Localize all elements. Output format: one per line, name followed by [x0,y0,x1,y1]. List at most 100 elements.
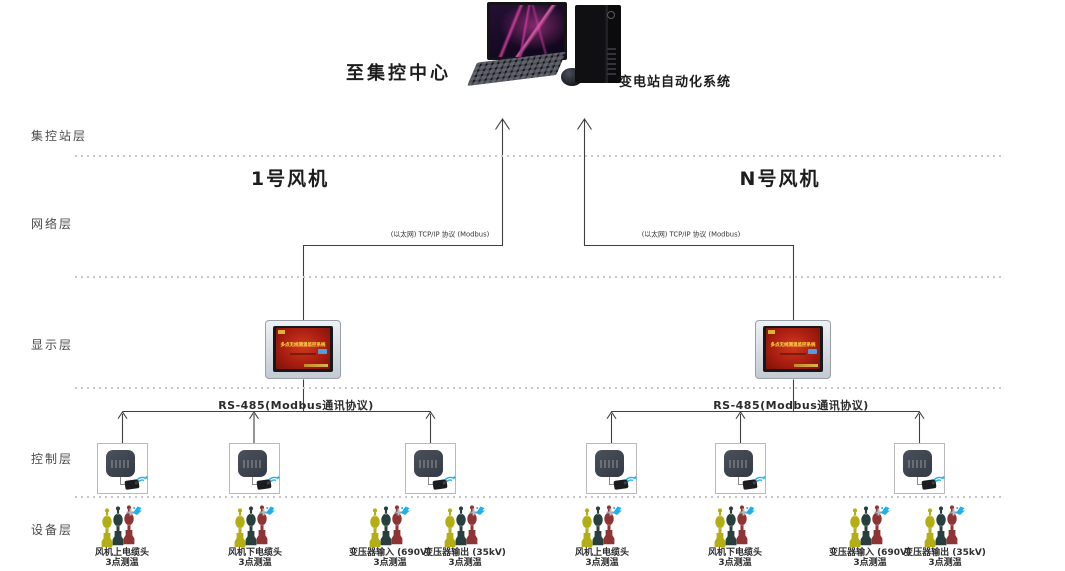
section-title: 1号风机 [250,168,330,190]
cable-head-device: 变压器输入 (690V) 3点测温 [335,505,445,568]
device-note: 3点测温 [585,558,619,568]
pc-tower-icon [575,5,621,83]
device-name: 变压器输出 (35kV) [904,548,986,558]
cable-terminations-icon [849,505,890,547]
device-name: 风机上电缆头 [94,548,149,558]
layer-label: 显示层 [31,338,74,352]
wifi-icon [933,476,945,482]
wireless-burst-icon [881,506,890,515]
collector-wire [120,477,121,485]
control-center-computer [465,2,623,94]
collector-wire [738,477,739,485]
hmi-screen: 多点无线测温监控系统 [766,328,820,369]
wifi-icon [625,476,637,482]
wireless-temperature-collector [586,443,637,494]
collector-wire [428,477,429,485]
cable-terminations-icon [234,505,275,547]
hmi-bezel: 多点无线测温监控系统 [273,326,333,372]
wireless-burst-icon [613,506,622,515]
cable-head-device: 变压器输出 (35kV) 3点测温 [890,505,1000,568]
wireless-burst-icon [401,506,410,515]
wireless-temperature-collector [715,443,766,494]
collector-unit [595,450,624,477]
hmi-screen-subtext [290,353,316,356]
cable-terminations-icon [369,505,410,547]
wireless-burst-icon [956,506,965,515]
collector-unit [237,450,267,477]
wireless-temperature-collector [894,443,945,494]
layer-label: 网络层 [31,217,74,231]
hmi-screen-button [808,348,817,354]
collector-wire [917,477,918,485]
device-note: 3点测温 [448,558,482,568]
wifi-icon [754,476,766,482]
monitor-icon [487,2,567,60]
device-name: 风机上电缆头 [574,548,629,558]
hmi-screen-title: 多点无线测温监控系统 [770,342,816,348]
hmi-logo [278,330,285,334]
device-name: 变压器输入 (690V) [828,548,912,558]
collector-unit [106,450,135,477]
collector-wire [609,477,610,485]
layer-divider [75,276,1002,278]
wireless-burst-icon [266,506,275,515]
hmi-screen-subtext [780,353,806,356]
cable-terminations-icon [444,505,485,547]
keyboard-icon [467,51,567,86]
bus-protocol-label: RS-485(Modbus通讯协议) [218,399,374,412]
hmi-display: 多点无线测温监控系统 [265,320,341,379]
layer-divider [75,387,1002,389]
cable-head-device: 变压器输出 (35kV) 3点测温 [410,505,520,568]
collector-unit [414,450,443,477]
cable-terminations-icon [101,505,142,547]
wireless-temperature-collector [97,443,148,494]
hmi-screen: 多点无线测温监控系统 [276,328,330,369]
cable-terminations-icon [581,505,622,547]
device-note: 3点测温 [105,558,139,568]
cable-head-device: 风机下电缆头 3点测温 [680,505,790,568]
hmi-bezel: 多点无线测温监控系统 [763,326,823,372]
collector-wire [251,477,253,485]
section-title: N号风机 [739,168,821,190]
wifi-icon [267,476,280,482]
collector-wire [251,484,260,485]
uplink-protocol-label: (以太网) TCP/IP 协议 (Modbus) [641,231,741,239]
wireless-burst-icon [476,506,485,515]
hmi-screen-footer [304,364,328,367]
device-name: 风机下电缆头 [707,548,762,558]
wireless-temperature-collector [405,443,456,494]
device-name: 风机下电缆头 [227,548,282,558]
layer-divider [75,496,1002,498]
device-note: 3点测温 [928,558,962,568]
wireless-burst-icon [746,506,755,515]
device-note: 3点测温 [238,558,272,568]
layer-divider [75,155,1002,157]
cable-head-device: 风机下电缆头 3点测温 [200,505,310,568]
layer-label: 设备层 [31,523,74,537]
layer-label: 集控站层 [31,129,88,143]
automation-system-label: 变电站自动化系统 [619,75,732,90]
collector-unit [903,450,932,477]
wireless-temperature-collector [228,443,280,494]
bus-protocol-label: RS-485(Modbus通讯协议) [713,399,869,412]
device-note: 3点测温 [718,558,752,568]
cable-head-device: 风机上电缆头 3点测温 [67,505,177,568]
hmi-screen-title: 多点无线测温监控系统 [280,342,326,348]
hmi-screen-button [318,348,327,354]
cable-head-device: 风机上电缆头 3点测温 [547,505,657,568]
device-note: 3点测温 [373,558,407,568]
layer-label: 控制层 [31,452,74,466]
hmi-logo [768,330,775,334]
hmi-screen-footer [794,364,818,367]
to-control-center-label: 至集控中心 [346,63,451,84]
cable-terminations-icon [714,505,755,547]
wifi-icon [136,476,148,482]
wifi-icon [444,476,456,482]
wireless-burst-icon [133,506,142,515]
device-note: 3点测温 [853,558,887,568]
collector-unit [724,450,753,477]
uplink-protocol-label: (以太网) TCP/IP 协议 (Modbus) [390,231,490,239]
cable-head-device: 变压器输入 (690V) 3点测温 [815,505,925,568]
